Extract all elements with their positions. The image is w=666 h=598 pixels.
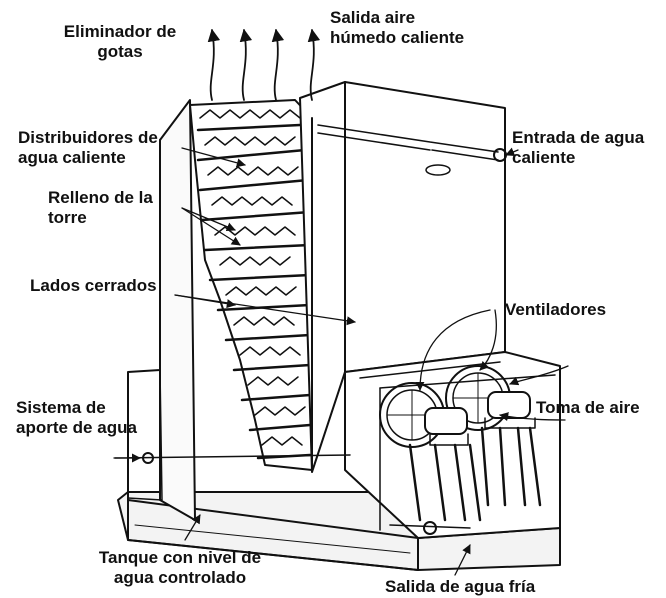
label-line: torre [48,208,87,227]
label-line: aporte de agua [16,418,137,437]
label-tanque: Tanque con nivel de agua controlado [80,548,280,588]
label-line: Eliminador de [63,22,177,41]
label-line: húmedo caliente [330,28,465,47]
tower-fill [189,99,313,471]
label-sistema-aporte: Sistema de aporte de agua [16,398,137,438]
label-salida-agua-fria: Salida de agua fría [385,577,536,596]
label-relleno: Relleno de la torre [48,188,153,228]
label-distribuidores: Distribuidores de agua caliente [18,128,158,168]
makeup-water-pipe [114,452,351,464]
left-closed-side [127,99,196,521]
label-salida-aire: Salida aire húmedo caliente [330,8,464,48]
label-line: Salida aire [330,8,416,27]
label-toma-aire: Toma de aire [536,398,640,417]
label-ventiladores: Ventiladores [505,300,607,319]
leader-lines [113,147,569,576]
label-eliminador-de-gotas: Eliminador de gotas [40,22,200,62]
label-line: Sistema de [16,398,106,417]
label-line: Tanque con nivel de [98,548,262,567]
motor-right [480,391,542,507]
label-lados-cerrados: Lados cerrados [30,276,157,295]
exhaust-air-arrows [207,28,321,101]
label-line: agua caliente [18,148,126,167]
label-entrada-agua: Entrada de agua caliente [512,128,644,168]
label-line: caliente [512,148,576,167]
label-line: gotas [97,42,143,61]
motor-left [408,407,482,522]
label-line: Entrada de agua [512,128,645,147]
label-line: Distribuidores de [18,128,158,147]
label-line: Relleno de la [48,188,153,207]
label-line: agua controlado [113,568,247,587]
cold-water-outlet-pipe [389,521,471,535]
